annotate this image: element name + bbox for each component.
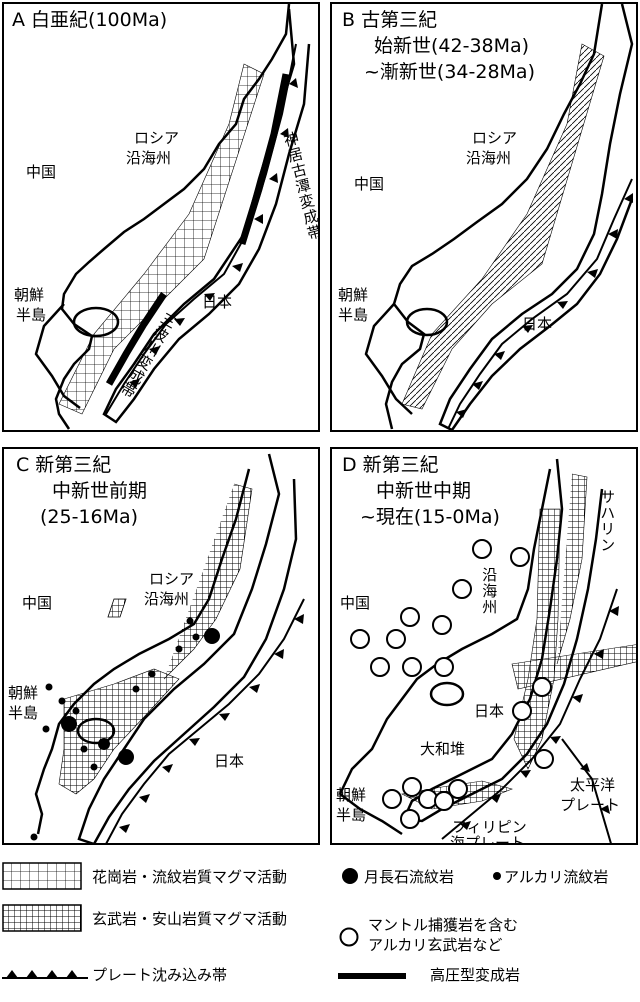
panel-early-miocene: C 新第三紀 中新世前期 (25-16Ma) ロシア 沿海州 中国 朝鮮 半島 … bbox=[2, 447, 320, 845]
legend-swatch-subduction bbox=[2, 970, 88, 979]
coastline-b bbox=[384, 4, 604, 430]
panel-subtitle-2: ~漸新世(34-28Ma) bbox=[364, 61, 535, 83]
subduction-b bbox=[447, 178, 633, 430]
label-korea-line1: 朝鮮 bbox=[8, 684, 39, 702]
legend-swatch-basalt bbox=[2, 904, 82, 932]
map-b bbox=[364, 4, 634, 430]
panel-subtitle-1: 始新世(42-38Ma) bbox=[374, 35, 530, 57]
basalt-belt-c bbox=[163, 483, 253, 680]
subduction-c bbox=[105, 598, 305, 843]
label-japan: 日本 bbox=[202, 293, 233, 311]
label-korea-line2: 半島 bbox=[16, 306, 47, 324]
panel-subtitle-2: ~現在(15-0Ma) bbox=[360, 506, 500, 528]
legend-hp-metamorphic-icon bbox=[338, 973, 406, 979]
legend-subduction-label: プレート沈み込み帯 bbox=[92, 966, 228, 984]
panel-middle-miocene: D 新第三紀 中新世中期 ~現在(15-0Ma) サハリン 沿海州 中国 日本 … bbox=[330, 447, 638, 845]
label-china: 中国 bbox=[26, 163, 57, 181]
japan-arc-c bbox=[77, 453, 298, 843]
label-russia: ロシア bbox=[149, 570, 195, 588]
label-china: 中国 bbox=[340, 594, 371, 612]
label-japan: 日本 bbox=[214, 752, 245, 770]
label-japan: 日本 bbox=[522, 315, 553, 333]
legend-alkali-rhyolite-label: アルカリ流紋岩 bbox=[504, 868, 609, 886]
map-d bbox=[338, 458, 636, 843]
subduction-a bbox=[105, 43, 297, 415]
basalt-field-c bbox=[58, 668, 180, 795]
label-russia: ロシア bbox=[134, 129, 180, 147]
label-china: 中国 bbox=[354, 175, 385, 193]
label-korea-line1: 朝鮮 bbox=[338, 286, 369, 304]
label-primorye: 沿海州 bbox=[126, 149, 172, 167]
subduction-d bbox=[441, 588, 618, 840]
legend-moonstone-label: 月長石流紋岩 bbox=[364, 868, 455, 886]
legend-mantle-icon bbox=[339, 927, 359, 947]
label-korea-line2: 半島 bbox=[336, 806, 367, 824]
legend-hp-metamorphic-label: 高圧型変成岩 bbox=[430, 966, 521, 984]
panel-title: D 新第三紀 bbox=[342, 454, 439, 476]
japan-arc-b bbox=[438, 4, 634, 430]
map-c bbox=[30, 453, 305, 843]
label-korea-line2: 半島 bbox=[8, 704, 39, 722]
legend-swatch-granite bbox=[2, 862, 82, 890]
label-pacific-line2: プレート bbox=[560, 796, 621, 814]
panel-title: C 新第三紀 bbox=[16, 454, 112, 476]
label-korea-line2: 半島 bbox=[338, 306, 369, 324]
label-primorye: 沿海州 bbox=[144, 590, 190, 608]
legend-mantle-label-2: アルカリ玄武岩など bbox=[368, 936, 503, 954]
mantle-xenolith-points bbox=[350, 539, 554, 829]
alkali-rhyolite-points bbox=[30, 617, 200, 841]
yamato-bank-d bbox=[429, 681, 465, 707]
label-primorye: 沿海州 bbox=[466, 149, 512, 167]
subduction-teeth-a bbox=[129, 78, 298, 388]
basalt-north-d bbox=[556, 473, 588, 665]
coastline-d bbox=[338, 468, 552, 795]
map-a bbox=[34, 4, 311, 430]
label-yamato-bank: 大和堆 bbox=[420, 740, 466, 758]
panel-subtitle-1: 中新世前期 bbox=[52, 480, 148, 502]
korea-outline-b bbox=[364, 303, 413, 415]
label-korea-line1: 朝鮮 bbox=[14, 286, 45, 304]
panel-title: B 古第三紀 bbox=[342, 9, 438, 31]
legend-moonstone-icon bbox=[342, 868, 358, 884]
label-china: 中国 bbox=[22, 594, 53, 612]
subduction-teeth-b bbox=[456, 193, 633, 418]
label-japan: 日本 bbox=[474, 702, 505, 720]
granite-belt-b bbox=[401, 43, 605, 410]
small-patch-c bbox=[107, 598, 127, 618]
legend-alkali-rhyolite-icon bbox=[493, 872, 501, 880]
label-philippine-line1: フィリピン bbox=[452, 818, 527, 836]
korea-outline-d bbox=[339, 793, 403, 836]
kamuikotan-belt bbox=[238, 73, 290, 246]
sanbagawa-belt bbox=[105, 292, 167, 386]
label-pacific-line1: 太平洋 bbox=[570, 776, 616, 794]
label-primorye: 沿海州 bbox=[480, 567, 499, 615]
subduction-izu-d bbox=[561, 738, 612, 843]
label-russia: ロシア bbox=[472, 129, 518, 147]
label-sakhalin: サハリン bbox=[598, 489, 617, 553]
subduction-teeth-d bbox=[460, 606, 619, 830]
label-philippine-line2: 海プレート bbox=[450, 834, 526, 845]
panel-subtitle-2: (25-16Ma) bbox=[40, 506, 139, 528]
label-korea-line1: 朝鮮 bbox=[336, 786, 367, 804]
moonstone-rhyolite-points bbox=[61, 628, 220, 765]
panel-subtitle-1: 中新世中期 bbox=[376, 480, 472, 502]
subduction-teeth-c bbox=[119, 614, 304, 833]
panel-title: A 白亜紀(100Ma) bbox=[12, 9, 168, 31]
legend-granite-label: 花崗岩・流紋岩質マグマ活動 bbox=[92, 868, 288, 886]
basalt-cross-d bbox=[511, 644, 636, 690]
panel-cretaceous: A 白亜紀(100Ma) ロシア 沿海州 中国 朝鮮 半島 日本 神居古潭変成帯… bbox=[2, 2, 320, 432]
panel-paleogene: B 古第三紀 始新世(42-38Ma) ~漸新世(34-28Ma) ロシア 沿海… bbox=[330, 2, 638, 432]
legend-basalt-label: 玄武岩・安山岩質マグマ活動 bbox=[92, 910, 288, 928]
legend-mantle-label-1: マントル捕獲岩を含む bbox=[368, 916, 519, 934]
granite-belt-a bbox=[58, 63, 265, 415]
